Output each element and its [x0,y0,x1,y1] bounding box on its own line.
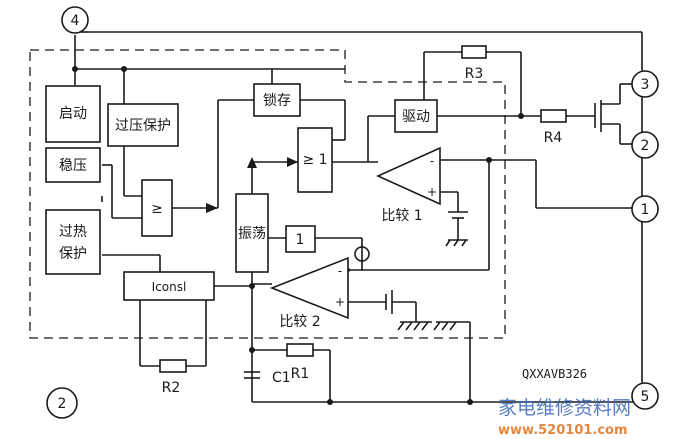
r3-label: R3 [465,66,484,82]
block-startup: 启动 [45,85,101,143]
oscillator-label: 振荡 [238,226,266,242]
resistor-r4: R4 [540,109,567,146]
c1-label: C1 [272,370,291,386]
block-oscillator: 振荡 [235,193,269,273]
signal-arrows [206,157,298,213]
capacitor-c1: C1 [244,370,291,386]
overheat-label-2: 保护 [59,246,87,262]
overvoltage-label: 过压保护 [115,118,171,134]
comparator2-label: 比较 2 [279,314,320,330]
pin4-label: 4 [71,13,80,29]
comparator-2: - + 比较 2 [269,256,349,330]
pin-3: 3 [631,70,659,98]
or-gate-label: ≥ 1 [302,152,327,168]
comparator1-minus: - [430,154,434,168]
latch-label: 锁存 [263,93,291,109]
iconst-label: Iconsl [152,280,187,294]
resistor-r2: R2 [159,359,187,396]
block-regulator: 稳压 [45,147,101,183]
figure-number: 2 [46,387,78,419]
comparator1-plus: + [427,185,437,199]
phi-node [354,245,370,263]
comparator-1: - + 比较 1 [376,146,441,224]
pin-4: 4 [61,6,89,34]
block-comparator-ge: ≥ [141,179,173,237]
overheat-label-1: 过热 [59,224,87,240]
figure-number-label: 2 [58,396,67,412]
one-shot-label: 1 [296,232,305,248]
wiring [74,31,643,403]
pin-1: 1 [631,195,659,223]
pin-5: 5 [631,382,659,410]
r1-label: R1 [291,366,310,382]
resistor-r3: R3 [461,45,487,82]
reference-source-1 [445,211,468,247]
pin-2: 2 [631,131,659,159]
r4-label: R4 [544,130,563,146]
block-one-shot: 1 [285,225,316,253]
block-driver: 驱动 [394,99,438,133]
pin2-label: 2 [641,138,650,154]
block-overheat: 过热 保护 [45,209,101,275]
pin5-label: 5 [641,389,650,405]
comparator2-plus: + [335,295,345,309]
comparator1-label: 比较 1 [381,208,422,224]
block-latch: 锁存 [253,83,301,117]
driver-label: 驱动 [402,109,430,125]
block-iconst: Iconsl [123,271,215,301]
comparator-ge-label: ≥ [151,201,163,217]
regulator-label: 稳压 [59,158,87,174]
block-overvoltage: 过压保护 [107,103,179,147]
resistor-r1: R1 [286,343,314,382]
r2-label: R2 [162,380,181,396]
watermark-text: 家电维修资料网 [498,397,631,419]
pin3-label: 3 [641,77,650,93]
pin1-label: 1 [641,202,650,218]
block-or-gate: ≥ 1 [297,127,333,193]
figure-code: QXXAVB326 [522,367,587,381]
ic-boundary [29,49,506,339]
comparator2-minus: - [338,264,342,278]
reference-source-2 [385,290,471,331]
startup-label: 启动 [59,106,87,122]
watermark-url: www.520101.com [498,423,628,438]
